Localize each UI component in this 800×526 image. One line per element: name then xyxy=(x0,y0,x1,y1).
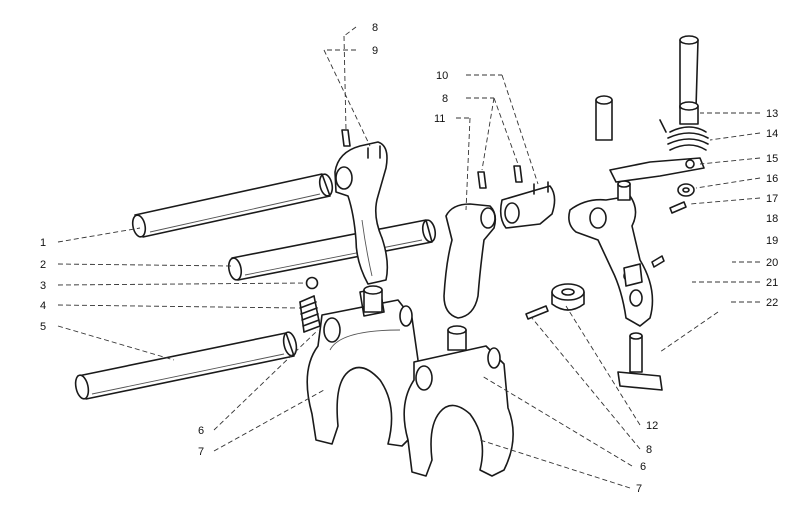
roll-pin-upper xyxy=(341,129,351,147)
selector-arm-11 xyxy=(443,203,497,319)
detent-ball xyxy=(305,276,319,290)
roll-pin-middle-b xyxy=(513,165,523,183)
callout-6a: 6 xyxy=(198,425,204,437)
leader-lines xyxy=(57,26,761,489)
callout-5: 5 xyxy=(40,321,46,333)
pin-17 xyxy=(669,201,687,214)
shift-rail-5 xyxy=(74,331,298,400)
callout-19: 19 xyxy=(766,235,778,247)
callout-22: 22 xyxy=(766,297,778,309)
selector-lug-10 xyxy=(499,181,556,229)
callout-6b: 6 xyxy=(640,461,646,473)
fork-pin-left xyxy=(363,285,383,313)
washer-16 xyxy=(677,183,695,197)
callout-18: 18 xyxy=(766,213,778,225)
callout-10: 10 xyxy=(436,70,448,82)
torsion-spring-14 xyxy=(659,119,709,151)
plunger-16 xyxy=(617,180,631,201)
callout-1: 1 xyxy=(40,237,46,249)
callout-9: 9 xyxy=(372,45,378,57)
callout-16: 16 xyxy=(766,173,778,185)
bush-13 xyxy=(679,101,699,125)
callout-labels: 1 2 3 4 5 6 7 8 9 10 8 11 12 8 6 7 13 14… xyxy=(40,22,778,495)
shift-rail-1 xyxy=(131,173,334,238)
callout-20: 20 xyxy=(766,257,778,269)
bush-12 xyxy=(551,283,585,311)
shift-fork-9 xyxy=(334,141,389,285)
callout-15: 15 xyxy=(766,153,778,165)
pin-20 xyxy=(651,255,665,268)
shift-fork-right xyxy=(403,325,514,477)
callout-7a: 7 xyxy=(198,446,204,458)
callout-17: 17 xyxy=(766,193,778,205)
shift-rail-2 xyxy=(227,219,437,281)
small-pin-12 xyxy=(525,305,549,320)
callout-8c: 8 xyxy=(646,444,652,456)
callout-11: 11 xyxy=(434,113,445,125)
shift-fork-left xyxy=(306,287,425,447)
callout-12: 12 xyxy=(646,420,658,432)
stop-bolt-22 xyxy=(617,332,663,391)
callout-14: 14 xyxy=(766,128,778,140)
upper-plunger xyxy=(595,95,613,141)
callout-8b: 8 xyxy=(442,93,448,105)
callout-8a: 8 xyxy=(372,22,378,34)
lever-plate-15 xyxy=(609,157,705,183)
detent-spring xyxy=(299,295,321,333)
callout-4: 4 xyxy=(40,300,46,312)
callout-3: 3 xyxy=(40,280,46,292)
lug-plate-21 xyxy=(623,263,643,287)
callout-21: 21 xyxy=(766,277,778,289)
roll-pin-middle-a xyxy=(477,171,487,189)
lever-shaft xyxy=(679,35,699,109)
callout-2: 2 xyxy=(40,259,46,271)
callout-7b: 7 xyxy=(636,483,642,495)
callout-13: 13 xyxy=(766,108,778,120)
